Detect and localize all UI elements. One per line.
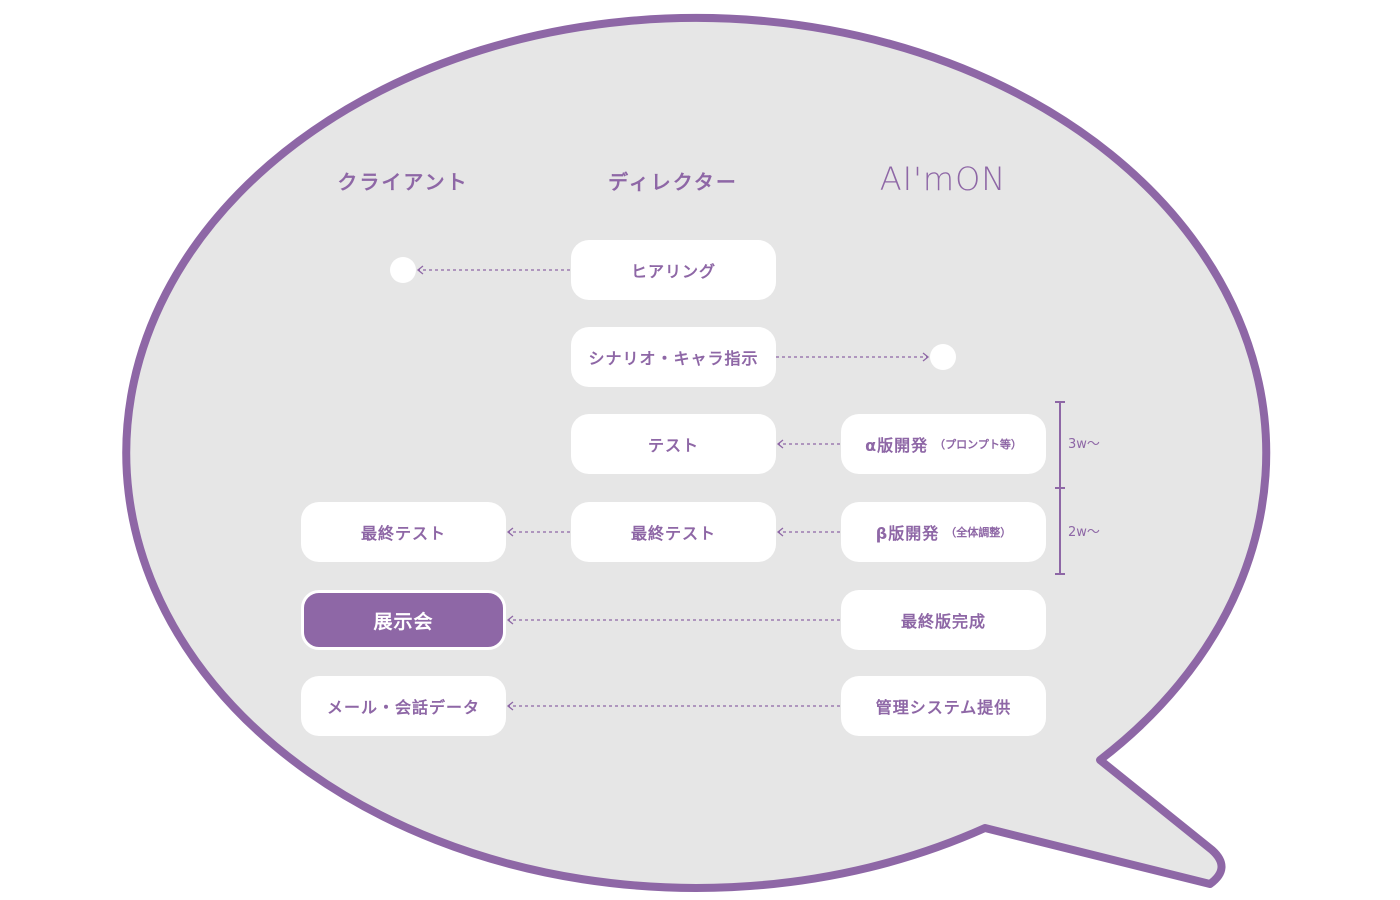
box-final-version: 最終版完成 xyxy=(841,590,1046,650)
aimon-logo: AI'mON xyxy=(879,160,1007,198)
alpha-label: α版開発 xyxy=(865,436,929,455)
duration-alpha: 3w〜 xyxy=(1068,437,1100,452)
box-final-test-client: 最終テスト xyxy=(301,502,506,562)
arrows xyxy=(418,269,928,707)
box-admin: 管理システム提供 xyxy=(841,676,1046,736)
box-mail: メール・会話データ xyxy=(301,676,506,736)
box-test: テスト xyxy=(571,414,776,474)
arrow-heads xyxy=(416,265,930,711)
box-alpha: α版開発 （プロンプト等） xyxy=(841,414,1046,474)
box-scenario: シナリオ・キャラ指示 xyxy=(571,327,776,387)
header-client: クライアント xyxy=(337,170,469,194)
endpoint-dot xyxy=(390,257,416,283)
beta-note: （全体調整） xyxy=(945,526,1012,539)
duration-beta: 2w〜 xyxy=(1068,525,1100,540)
box-final-test-director: 最終テスト xyxy=(571,502,776,562)
alpha-note: （プロンプト等） xyxy=(934,438,1022,451)
beta-label: β版開発 xyxy=(875,524,940,543)
box-hearing: ヒアリング xyxy=(571,240,776,300)
box-exhibition: 展示会 xyxy=(301,590,506,650)
header-director: ディレクター xyxy=(608,170,738,194)
box-beta: β版開発 （全体調整） xyxy=(841,502,1046,562)
duration-bracket xyxy=(1055,401,1065,575)
endpoint-dot xyxy=(930,344,956,370)
